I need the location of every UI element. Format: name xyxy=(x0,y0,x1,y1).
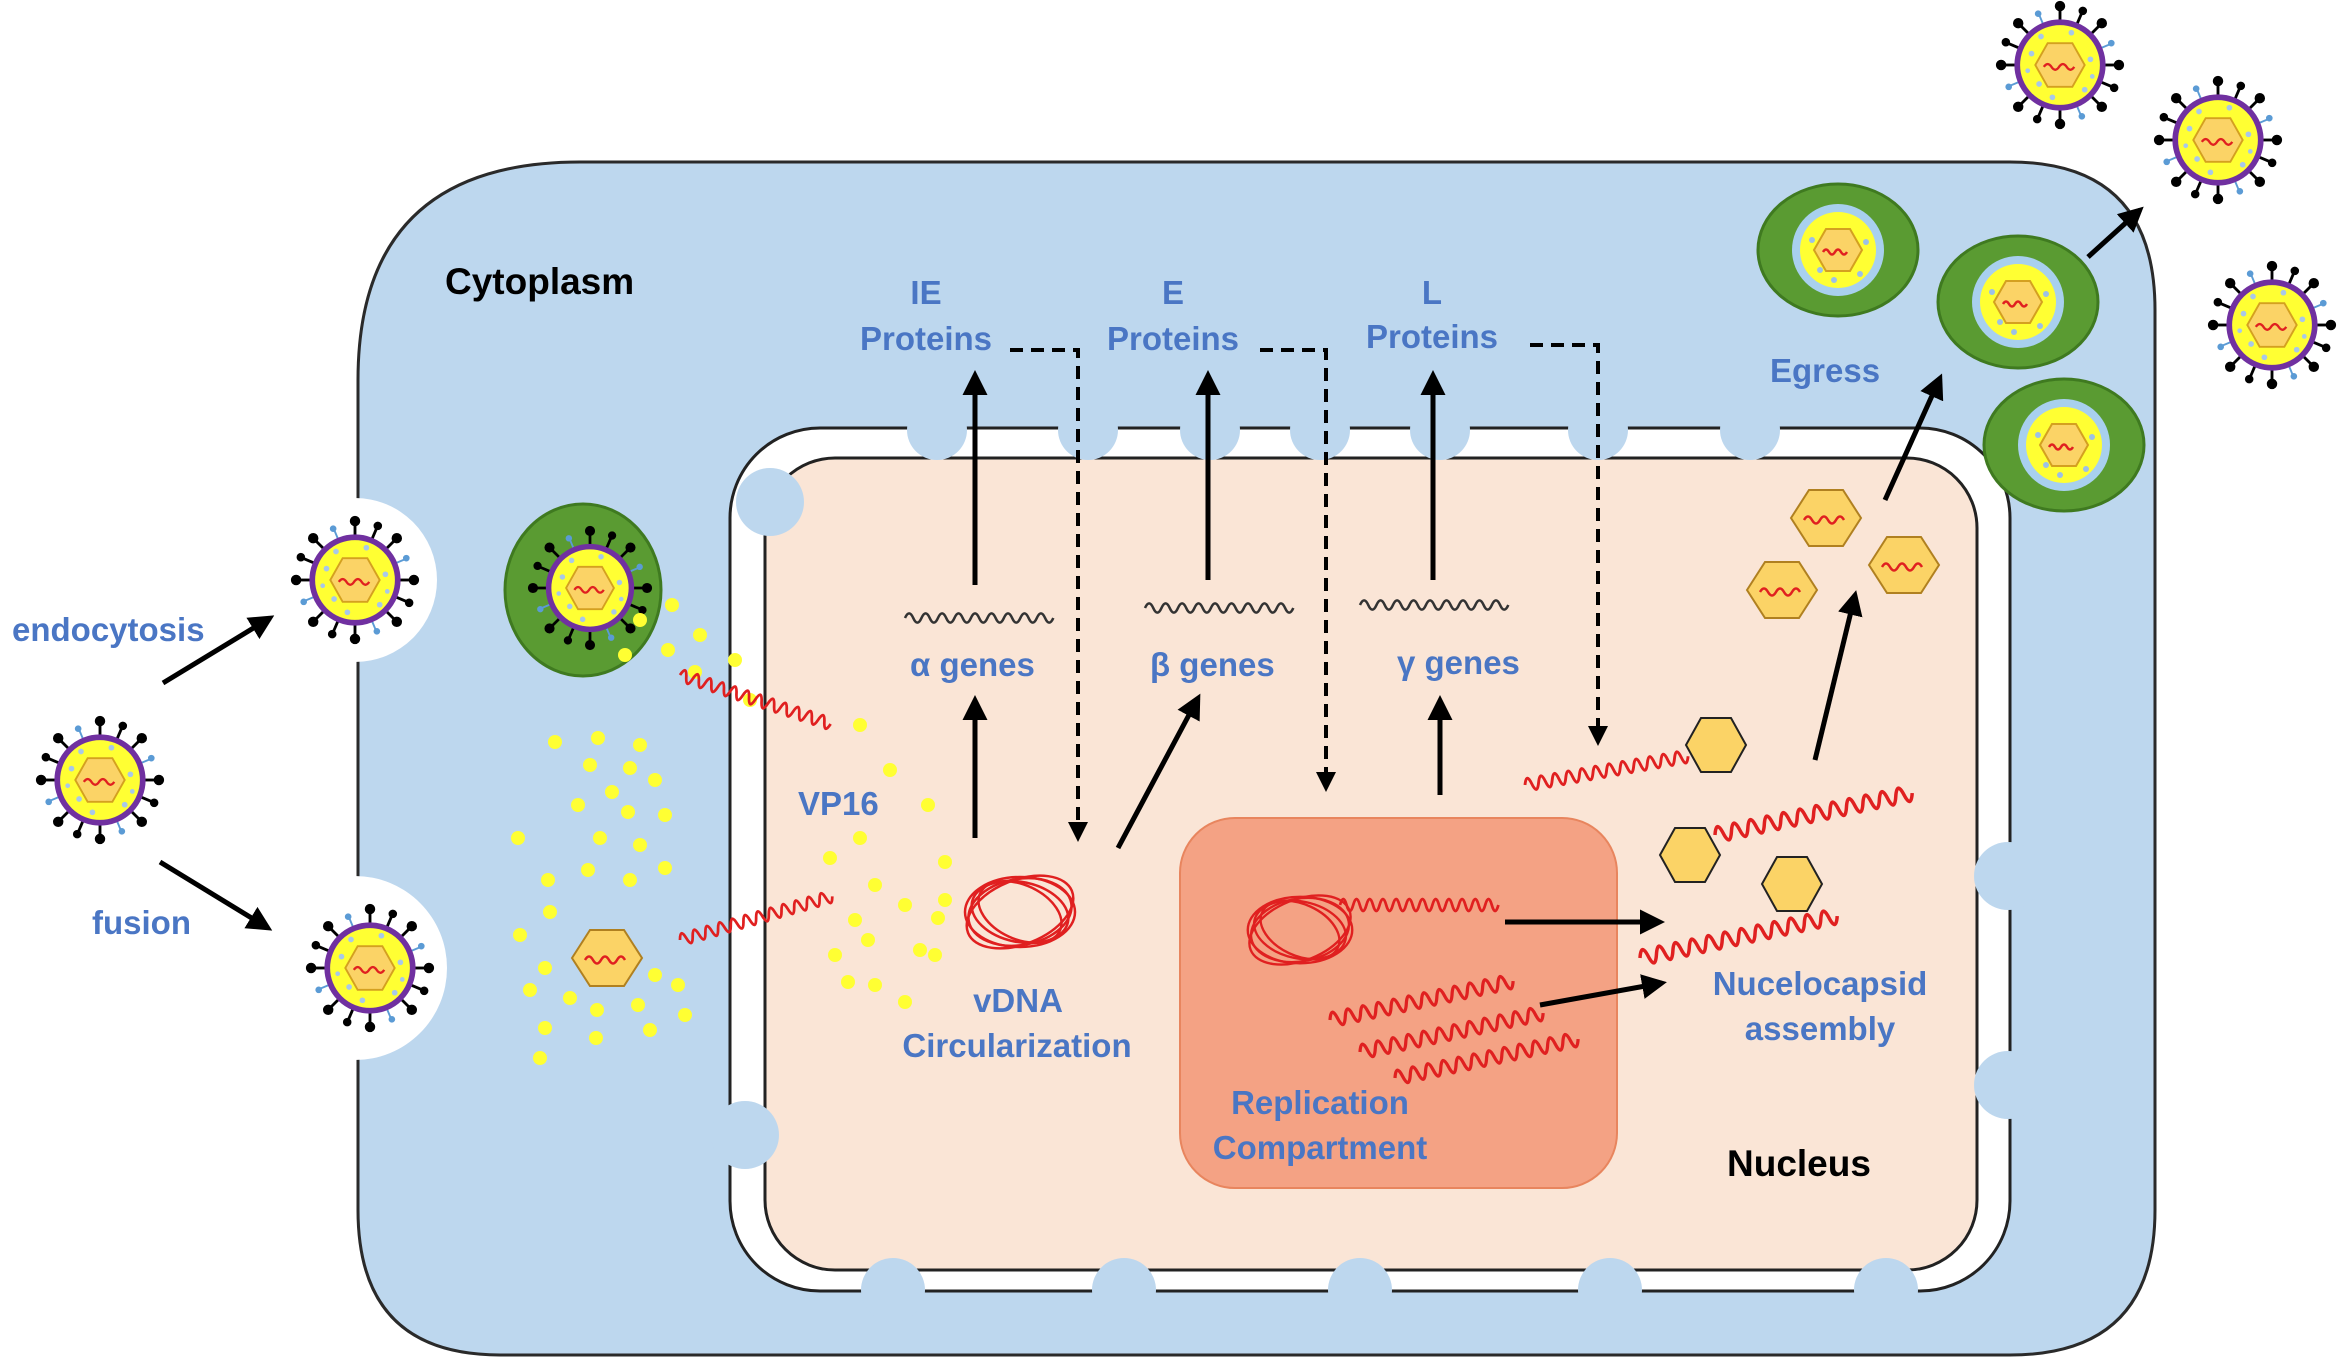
released-virion-1 xyxy=(1997,2,2122,127)
vdna-label: vDNA xyxy=(973,982,1063,1019)
endocytosis-label: endocytosis xyxy=(12,611,205,648)
beta-genes-label: β genes xyxy=(1150,646,1275,683)
l-proteins-label: Proteins xyxy=(1366,318,1498,355)
solid-arrows xyxy=(158,206,2144,1008)
ie-proteins-label: Proteins xyxy=(860,320,992,357)
endocytosed-virion xyxy=(292,517,417,642)
assembly-label: assembly xyxy=(1745,1010,1896,1047)
egress-vesicle-2 xyxy=(1936,234,2100,370)
dashed-arrows xyxy=(1010,343,1608,842)
fusing-virion xyxy=(307,905,432,1030)
egress-vesicle-1 xyxy=(1756,182,1920,318)
alpha-genes-label: α genes xyxy=(910,646,1035,683)
e-label: E xyxy=(1162,274,1184,311)
fusion-label: fusion xyxy=(92,904,191,941)
released-virion-3 xyxy=(2209,262,2334,387)
tegument-proteins xyxy=(511,598,952,1065)
replication-label: Replication xyxy=(1231,1084,1409,1121)
compartment-label: Compartment xyxy=(1213,1129,1428,1166)
extracellular-virion xyxy=(37,717,162,842)
ie-label: IE xyxy=(910,274,941,311)
vp16-label: VP16 xyxy=(798,785,879,822)
cytoplasm-label: Cytoplasm xyxy=(445,261,634,302)
nucleocapsid-label: Nucelocapsid xyxy=(1713,965,1928,1002)
released-virion-2 xyxy=(2155,77,2280,202)
circularization-label: Circularization xyxy=(902,1027,1131,1064)
nuclear-pores xyxy=(711,400,2042,1322)
egress-vesicle-3 xyxy=(1982,377,2146,513)
nucleus-label: Nucleus xyxy=(1727,1143,1871,1184)
endosome-virion xyxy=(529,527,650,648)
l-label: L xyxy=(1422,274,1442,311)
gamma-genes-label: γ genes xyxy=(1397,644,1520,681)
egress-label: Egress xyxy=(1770,352,1880,389)
e-proteins-label: Proteins xyxy=(1107,320,1239,357)
